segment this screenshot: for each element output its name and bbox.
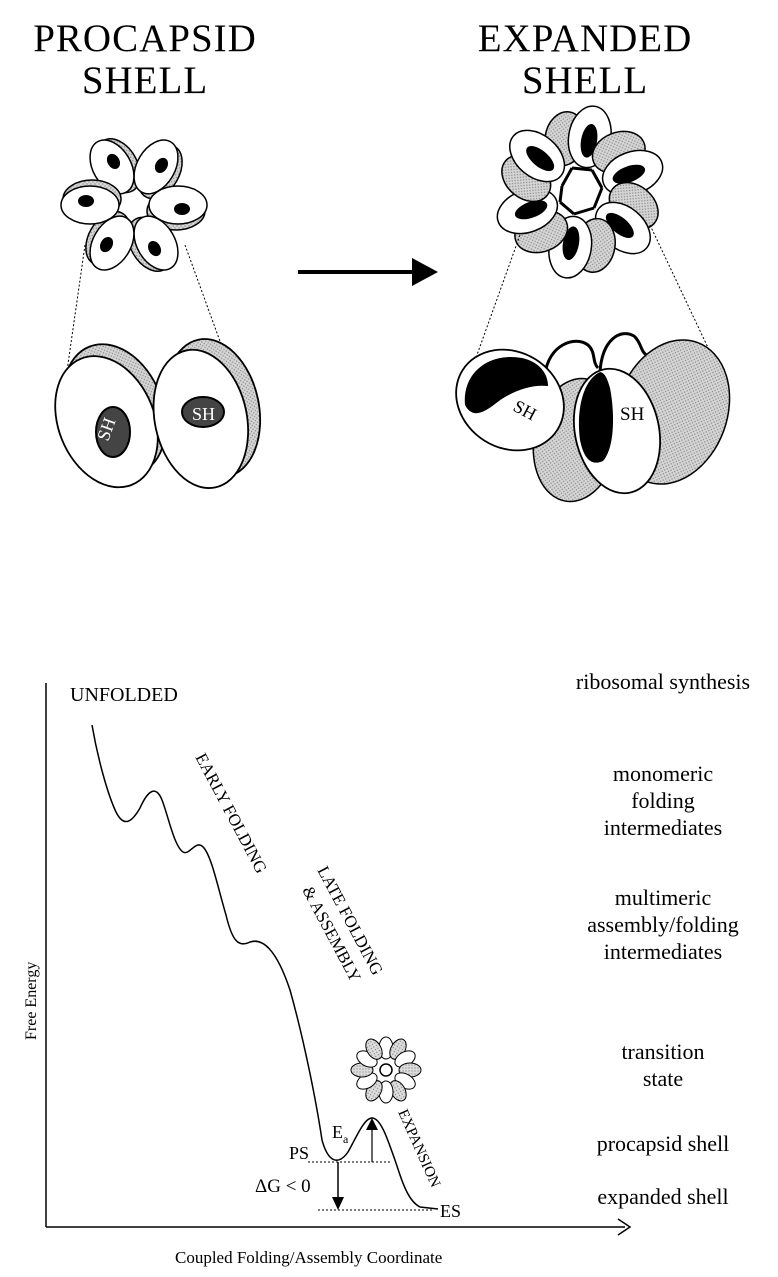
procapsid-hexamer: [60, 138, 208, 272]
stage-transition-l2: state: [642, 1066, 684, 1091]
stage-monomeric-l1: monomeric: [612, 761, 714, 786]
expanded-closeup: SH SH: [455, 332, 731, 503]
x-axis-arrowhead: [617, 1218, 632, 1236]
stage-multimeric-l1: multimeric: [614, 885, 712, 910]
stage-monomeric-l2: folding: [631, 788, 695, 813]
expanded-sh-right: SH: [620, 404, 645, 425]
stage-ribosomal-synthesis: ribosomal synthesis: [575, 669, 751, 694]
plot-xlabel: Coupled Folding/Assembly Coordinate: [175, 1248, 442, 1267]
plot-ylabel: Free Energy: [23, 962, 40, 1040]
transition-arrow-head: [412, 258, 438, 286]
stage-multimeric-l2: assembly/folding: [587, 912, 739, 937]
expanded-hexamer: [496, 105, 664, 279]
energy-curve: [91, 724, 439, 1210]
expanded-title-line2: SHELL: [521, 59, 649, 102]
procapsid-zoom-line-left: [59, 244, 86, 421]
stage-monomeric-l3: intermediates: [603, 815, 723, 840]
procapsid-zoom-line-right: [184, 244, 246, 411]
procapsid-title-line1: PROCAPSID: [33, 17, 257, 60]
stage-multimeric-l3: intermediates: [603, 939, 723, 964]
stage-expanded-shell: expanded shell: [597, 1184, 729, 1209]
stage-transition-state: transition state: [548, 1038, 778, 1092]
stage-procapsid-shell: procapsid shell: [596, 1131, 730, 1156]
procapsid-closeup: SH SH: [54, 338, 262, 489]
label-unfolded: UNFOLDED: [70, 684, 178, 706]
procapsid-title-line2: SHELL: [81, 59, 209, 102]
procapsid-title: PROCAPSID SHELL: [20, 18, 270, 102]
expanded-title: EXPANDED SHELL: [460, 18, 710, 102]
label-delta-g: ΔG < 0: [255, 1176, 311, 1197]
label-ps: PS: [289, 1143, 309, 1163]
capsid-illustrations: SH SH: [54, 105, 731, 503]
procapsid-sh-right: SH: [192, 404, 215, 424]
label-early-folding: EARLY FOLDING: [191, 750, 270, 877]
transition-state-hexamer-icon: [350, 1036, 422, 1104]
activation-energy-arrowhead: [366, 1118, 378, 1130]
label-ea: Ea: [332, 1122, 349, 1146]
stage-monomeric: monomeric folding intermediates: [548, 760, 778, 841]
expanded-title-line1: EXPANDED: [477, 17, 693, 60]
label-es: ES: [440, 1201, 461, 1221]
stage-transition-l1: transition: [621, 1039, 705, 1064]
stage-multimeric: multimeric assembly/folding intermediate…: [548, 884, 778, 965]
delta-g-arrowhead: [332, 1197, 344, 1210]
